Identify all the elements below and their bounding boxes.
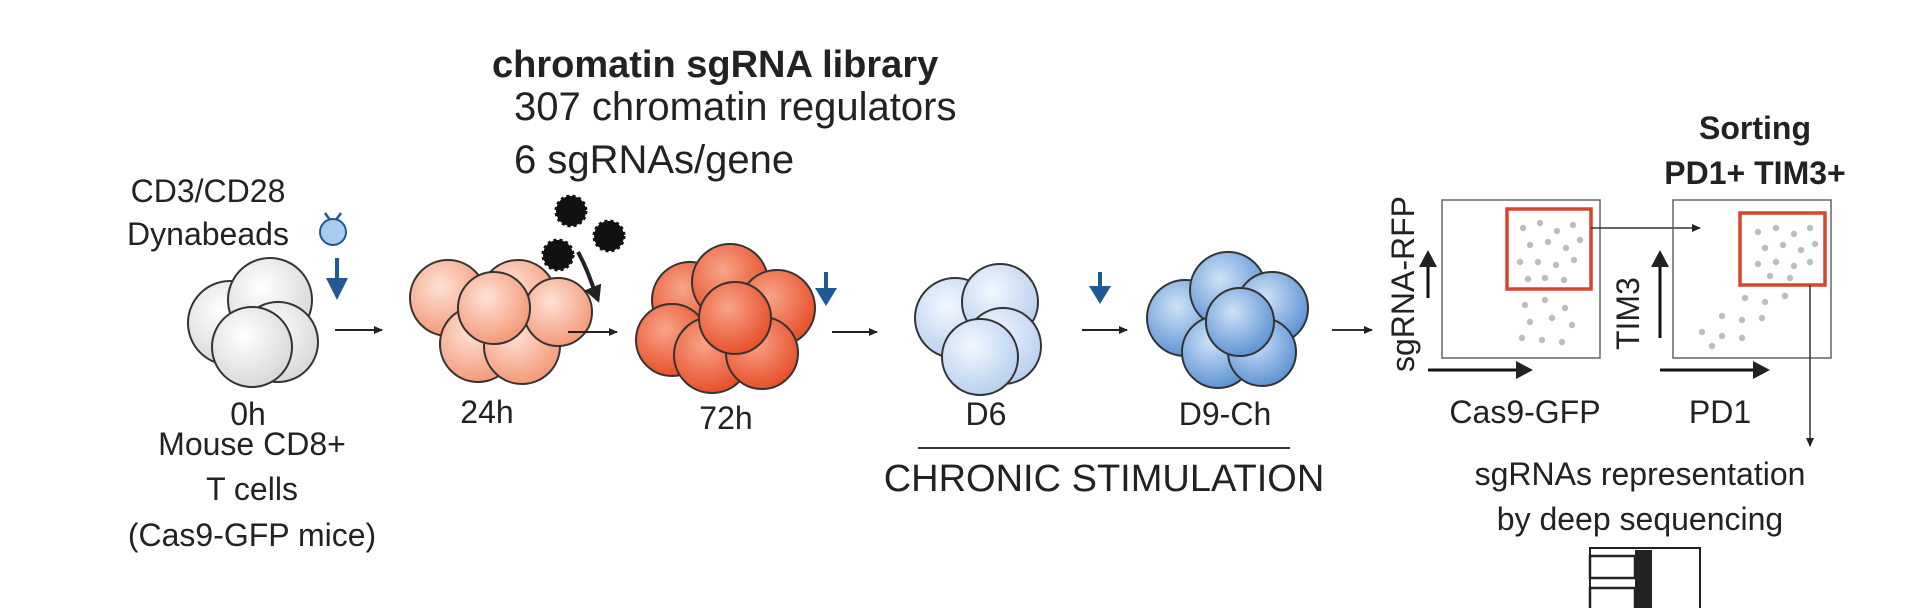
facs-plot-tim3-pd1 [1651, 199, 1832, 379]
origin-line3: (Cas9-GFP mice) [127, 517, 377, 553]
facs-dots-negative [1518, 296, 1576, 346]
lentivirus-particle-icon [541, 194, 626, 272]
facs-dots-positive [1516, 219, 1584, 284]
transduced-t-cell-cluster [635, 243, 816, 394]
timepoint-72h: 72h [699, 400, 753, 436]
timepoint-24h: 24h [460, 394, 514, 430]
facs-plot-sgrna-rfp [1419, 199, 1601, 379]
naive-t-cell-cluster [187, 257, 319, 388]
beads-label-line2: Dynabeads [127, 216, 289, 252]
dynabead-icon [319, 212, 347, 246]
transduction-arrow [576, 251, 602, 303]
chronic-stimulation-label: CHRONIC STIMULATION [883, 458, 1325, 500]
facs1-y-axis-label: sgRNA-RFP [1385, 195, 1421, 372]
library-sgrnas-per-gene: 6 sgRNAs/gene [514, 138, 795, 182]
facs-dots-other [1698, 292, 1789, 350]
sorting-title-line1: Sorting [1699, 110, 1811, 146]
restimulation-arrow-icon [815, 272, 837, 306]
activated-t-cell-cluster [409, 259, 593, 385]
facs2-y-axis-label: TIM3 [1610, 277, 1646, 350]
timepoint-d9-chronic: D9-Ch [1178, 396, 1272, 432]
timepoint-d6: D6 [965, 396, 1007, 432]
sorting-title-line2: PD1+ TIM3+ [1664, 155, 1846, 191]
timepoint-0h: 0h [230, 396, 266, 432]
d6-t-cell-cluster [914, 263, 1042, 396]
origin-line1: Mouse CD8+ [158, 426, 346, 462]
pd1-tim3-gate [1738, 211, 1827, 287]
facs-dots-double-positive [1754, 224, 1819, 282]
facs2-x-axis-label: PD1 [1688, 394, 1752, 430]
beads-label-line1: CD3/CD28 [130, 173, 286, 209]
d9-chronic-t-cell-cluster [1146, 251, 1309, 389]
sequencing-gel-icon [1588, 547, 1701, 608]
readout-line2: by deep sequencing [1496, 501, 1784, 537]
readout-line1: sgRNAs representation [1474, 456, 1806, 492]
stimulation-arrow-icon [326, 258, 348, 300]
facs1-x-axis-label: Cas9-GFP [1449, 394, 1601, 430]
library-regulators: 307 chromatin regulators [514, 85, 957, 129]
rfp-positive-gate [1505, 207, 1593, 291]
origin-line2: T cells [206, 471, 298, 507]
chronic-stimulation-arrow-icon [1089, 272, 1111, 304]
library-title: chromatin sgRNA library [492, 44, 939, 86]
